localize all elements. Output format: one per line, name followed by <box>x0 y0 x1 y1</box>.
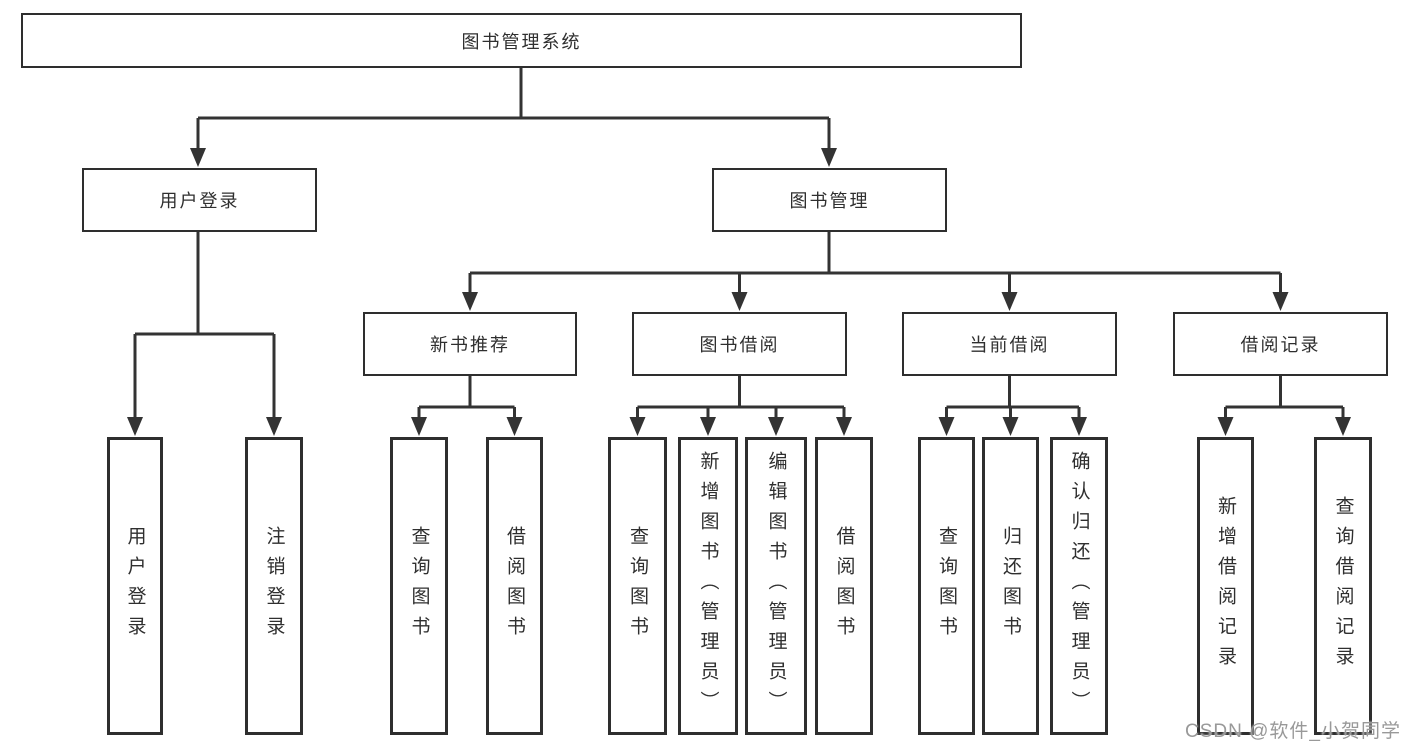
leaf-return-book: 归还图书 <box>982 437 1039 735</box>
leaf-borrow-books-recommend-label: 借阅图书 <box>504 526 525 646</box>
leaf-query-books-recommend-label: 查询图书 <box>408 526 430 646</box>
node-current-borrow-label: 当前借阅 <box>969 335 1050 355</box>
node-borrow-records: 借阅记录 <box>1173 312 1388 376</box>
leaf-user-login-label: 用户登录 <box>124 526 146 646</box>
leaf-confirm-return-admin: 确认归还（管理员） <box>1050 437 1108 735</box>
node-book-management-label: 图书管理 <box>789 191 870 211</box>
leaf-query-borrow-record-label: 查询借阅记录 <box>1332 496 1354 676</box>
leaf-user-login: 用户登录 <box>107 437 163 735</box>
leaf-add-book-admin-label: 新增图书（管理员） <box>697 451 719 721</box>
csdn-watermark: CSDN @软件_小贺同学 <box>1185 721 1401 742</box>
node-new-book-recommend-label: 新书推荐 <box>430 335 510 355</box>
leaf-query-books-recommend: 查询图书 <box>390 437 448 735</box>
leaf-edit-book-admin-label: 编辑图书（管理员） <box>765 451 787 721</box>
leaf-add-borrow-record: 新增借阅记录 <box>1197 437 1254 735</box>
node-user-login: 用户登录 <box>82 168 317 232</box>
leaf-add-book-admin: 新增图书（管理员） <box>678 437 738 735</box>
leaf-confirm-return-admin-label: 确认归还（管理员） <box>1068 451 1090 721</box>
leaf-logout-label: 注销登录 <box>263 526 285 646</box>
leaf-borrow-books-label: 借阅图书 <box>833 526 855 646</box>
node-book-management: 图书管理 <box>712 168 947 232</box>
leaf-edit-book-admin: 编辑图书（管理员） <box>745 437 807 735</box>
leaf-return-book-label: 归还图书 <box>1000 526 1021 646</box>
leaf-add-borrow-record-label: 新增借阅记录 <box>1215 496 1236 676</box>
node-new-book-recommend: 新书推荐 <box>363 312 577 376</box>
leaf-query-books-borrow-label: 查询图书 <box>627 526 648 646</box>
leaf-logout: 注销登录 <box>245 437 303 735</box>
node-book-borrow: 图书借阅 <box>632 312 847 376</box>
leaf-query-books-current-label: 查询图书 <box>936 526 957 646</box>
leaf-borrow-books-recommend: 借阅图书 <box>486 437 543 735</box>
node-library-system-label: 图书管理系统 <box>461 31 582 52</box>
node-borrow-records-label: 借阅记录 <box>1240 335 1321 355</box>
node-current-borrow: 当前借阅 <box>902 312 1117 376</box>
node-user-login-label: 用户登录 <box>159 191 240 211</box>
arrowheads <box>127 148 1351 436</box>
leaf-borrow-books: 借阅图书 <box>815 437 873 735</box>
leaf-query-borrow-record: 查询借阅记录 <box>1314 437 1372 735</box>
node-book-borrow-label: 图书借阅 <box>699 335 780 355</box>
connector-paths <box>133 68 1345 419</box>
node-library-system: 图书管理系统 <box>21 13 1022 68</box>
leaf-query-books-current: 查询图书 <box>918 437 975 735</box>
leaf-query-books-borrow: 查询图书 <box>608 437 667 735</box>
